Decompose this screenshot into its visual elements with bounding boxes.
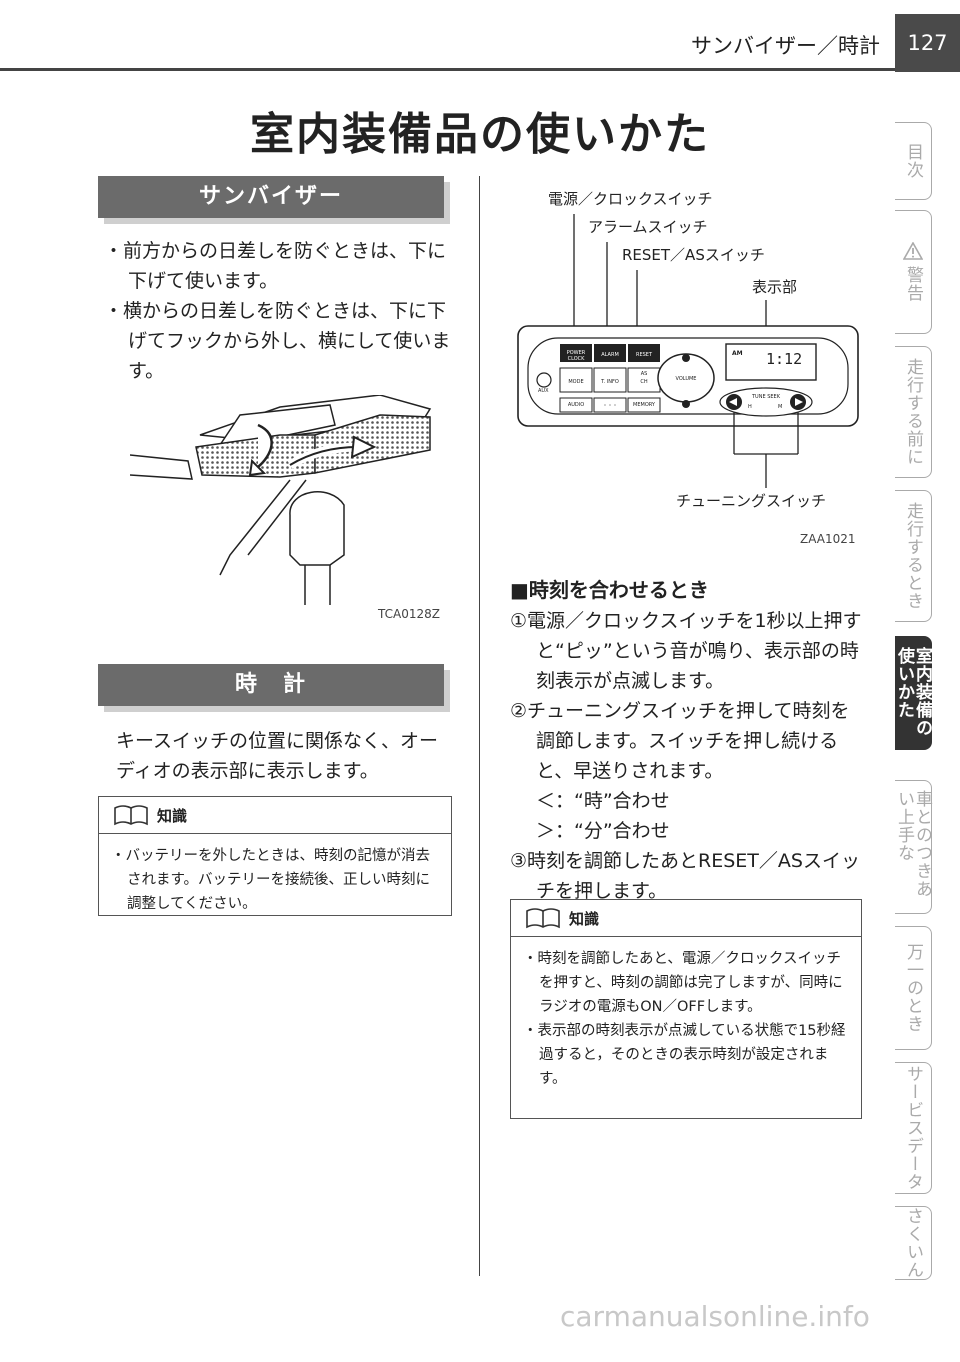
knowledge-box: 知識 ・時刻を調節したあと、電源／クロックスイッチを押すと、時刻の調節は完了しま… bbox=[510, 899, 862, 1119]
sun-visor-illustration bbox=[130, 395, 432, 605]
figure-code: ZAA1021 bbox=[800, 532, 856, 546]
watermark: carmanualsonline.info bbox=[560, 1300, 870, 1333]
knowledge-item: ・バッテリーを外したときは、時刻の記憶が消去されます。バッテリーを接続後、正しい… bbox=[111, 848, 431, 912]
tune-seek-label: TUNE SEEK bbox=[752, 394, 780, 400]
sun-visor-heading: サンバイザー bbox=[98, 176, 444, 218]
aux-label: AUX bbox=[538, 388, 549, 394]
page-title: 室内装備品の使いかた bbox=[250, 109, 710, 160]
tab-car-care[interactable]: 車とのつきあい上手な bbox=[894, 780, 932, 914]
ch-button: CH bbox=[640, 379, 648, 385]
knowledge-title: 知識 bbox=[157, 806, 188, 825]
label-tuning-switch: チューニングスイッチ bbox=[676, 492, 827, 510]
tab-label: 警告 bbox=[903, 266, 923, 302]
column-divider bbox=[479, 176, 480, 1276]
tab-label: 走行するとき bbox=[903, 502, 923, 610]
label-power-clock-switch: 電源／クロックスイッチ bbox=[548, 190, 713, 208]
t-info-button: T. INFO bbox=[601, 379, 619, 385]
memory-button: MEMORY bbox=[633, 402, 655, 408]
tab-while-driving[interactable]: 走行するとき bbox=[895, 490, 932, 622]
section-title: サンバイザー／時計 bbox=[691, 34, 880, 58]
sun-visor-bullet: ・前方からの日差しを防ぐときは、下に下げて使います。 bbox=[104, 240, 447, 292]
set-time-heading: ■時刻を合わせるとき bbox=[510, 578, 709, 602]
warning-icon bbox=[903, 242, 923, 260]
dots-button: ・・・ bbox=[602, 403, 618, 409]
minute-label: M bbox=[778, 404, 783, 410]
step-subline: ＞：“分”合わせ bbox=[536, 820, 670, 842]
clock-heading: 時 計 bbox=[98, 664, 444, 706]
tab-interior-equipment[interactable]: 室内装備の使いかた bbox=[894, 636, 932, 750]
label-alarm-switch: アラームスイッチ bbox=[588, 218, 708, 236]
step-item: ①電源／クロックスイッチを1秒以上押すと“ピッ”という音が鳴り、表示部の時刻表示… bbox=[510, 610, 862, 692]
mode-button: MODE bbox=[568, 379, 584, 385]
volume-label: VOLUME bbox=[675, 376, 697, 382]
tab-index[interactable]: さくいん bbox=[895, 1206, 932, 1280]
header-rule bbox=[0, 68, 895, 71]
figure-code: TCA0128Z bbox=[378, 607, 440, 621]
alarm-button: ALARM bbox=[601, 352, 619, 358]
step-subline: ＜：“時”合わせ bbox=[536, 790, 670, 812]
tab-contents[interactable]: 目次 bbox=[895, 122, 932, 200]
tab-label: サービスデータ bbox=[903, 1065, 923, 1191]
knowledge-box: 知識 ・バッテリーを外したときは、時刻の記憶が消去されます。バッテリーを接続後、… bbox=[98, 796, 452, 916]
display-band: AM bbox=[732, 350, 743, 357]
label-display: 表示部 bbox=[752, 278, 798, 296]
knowledge-header: 知識 bbox=[511, 900, 861, 937]
tab-label: 室内装備の使いかた bbox=[894, 647, 932, 737]
as-label: AS bbox=[640, 371, 648, 377]
knowledge-item: ・時刻を調節したあと、電源／クロックスイッチを押すと、時刻の調節は完了しますが、… bbox=[523, 951, 843, 1015]
sun-visor-text: ・前方からの日差しを防ぐときは、下に下げて使います。 ・横からの日差しを防ぐとき… bbox=[104, 236, 456, 386]
knowledge-title: 知識 bbox=[569, 909, 600, 928]
reset-button: RESET bbox=[635, 352, 653, 358]
power-clock-button: POWER CLOCK bbox=[566, 350, 586, 362]
book-icon bbox=[114, 805, 148, 826]
book-icon bbox=[526, 908, 560, 929]
tab-label: 車とのつきあい上手な bbox=[894, 790, 932, 898]
hour-label: H bbox=[748, 404, 752, 410]
display-time: 1:12 bbox=[766, 350, 803, 368]
step-item: ②チューニングスイッチを押して時刻を調節します。スイッチを押し続けると、早送りさ… bbox=[510, 700, 850, 782]
knowledge-header: 知識 bbox=[99, 797, 451, 834]
tab-label: さくいん bbox=[903, 1207, 923, 1279]
tab-service-data[interactable]: サービスデータ bbox=[895, 1062, 932, 1194]
tab-label: 万一のとき bbox=[903, 943, 923, 1033]
clock-text: キースイッチの位置に関係なく、オーディオの表示部に表示します。 bbox=[116, 730, 439, 782]
tab-label: 走行する前に bbox=[903, 358, 923, 466]
step-item: ③時刻を調節したあとRESET／ASスイッチを押します。 bbox=[510, 850, 860, 902]
tab-before-driving[interactable]: 走行する前に bbox=[895, 346, 932, 478]
knowledge-item: ・表示部の時刻表示が点滅している状態で15秒経過すると，そのときの表示時刻が設定… bbox=[523, 1023, 846, 1087]
sun-visor-bullet: ・横からの日差しを防ぐときは、下に下げてフックから外し、横にして使います。 bbox=[104, 300, 451, 382]
page-number: 127 bbox=[895, 14, 960, 72]
tab-emergency[interactable]: 万一のとき bbox=[895, 926, 932, 1050]
tab-warning[interactable]: 警告 bbox=[895, 210, 932, 334]
audio-panel-diagram bbox=[517, 214, 859, 488]
tab-label: 目次 bbox=[903, 143, 923, 179]
audio-button: AUDIO bbox=[567, 402, 585, 408]
label-reset-as-switch: RESET／ASスイッチ bbox=[622, 246, 765, 264]
set-time-steps: ①電源／クロックスイッチを1秒以上押すと“ピッ”という音が鳴り、表示部の時刻表示… bbox=[510, 606, 862, 906]
